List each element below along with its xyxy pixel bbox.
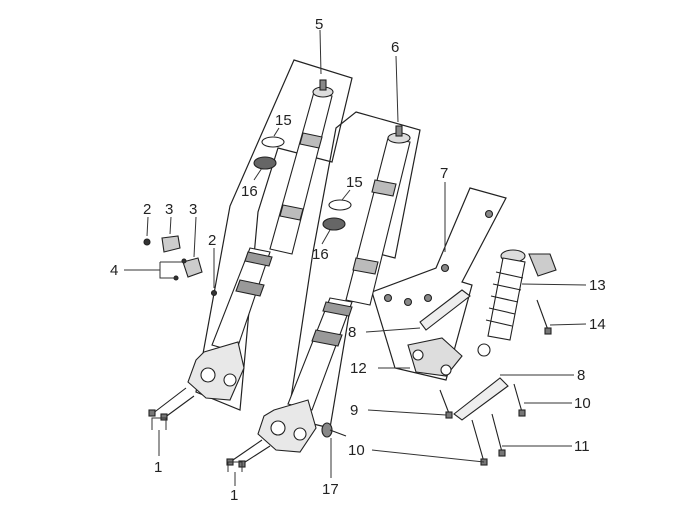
right-fork-assembly xyxy=(226,125,411,468)
callout-1-right: 1 xyxy=(230,487,238,504)
leader-lines xyxy=(124,29,587,486)
left-fork-assembly xyxy=(148,79,334,421)
callout-9: 9 xyxy=(350,402,358,419)
callout-15-left: 15 xyxy=(275,112,292,129)
left-fork-group-frame xyxy=(195,59,353,411)
pad-clip-3-lower xyxy=(182,257,203,278)
left-caliper-piston xyxy=(223,373,237,387)
callout-8-left: 8 xyxy=(348,324,356,341)
bolt-10-right xyxy=(518,409,526,417)
pin-2-right xyxy=(210,289,218,297)
left-fork-top-nut xyxy=(319,79,327,91)
right-fork-upper-tube xyxy=(345,137,411,306)
callout-2-left: 2 xyxy=(143,201,151,218)
left-fork-band xyxy=(299,132,323,149)
left-caliper-bolt xyxy=(160,413,168,421)
rear-linkage-group-frame xyxy=(371,187,507,381)
left-caliper-bolt xyxy=(148,409,156,417)
bolt-14 xyxy=(544,327,552,335)
shock-reservoir xyxy=(528,253,557,277)
callout-10-lower: 10 xyxy=(348,442,365,459)
right-fork-lower-leg xyxy=(287,297,353,411)
callout-17: 17 xyxy=(322,481,339,498)
callout-3-left: 3 xyxy=(165,201,173,218)
linkage-rod-8-lower xyxy=(453,377,509,421)
callout-11: 11 xyxy=(574,438,590,455)
left-fork-ring-16 xyxy=(253,156,277,170)
rear-linkage xyxy=(383,209,552,466)
callout-5: 5 xyxy=(315,16,323,33)
callout-7: 7 xyxy=(440,165,448,182)
callout-12: 12 xyxy=(350,360,367,377)
rear-shock-absorber xyxy=(477,249,557,357)
right-fork-ring-16 xyxy=(322,217,346,231)
callout-15-right: 15 xyxy=(346,174,363,191)
bolt-9 xyxy=(445,411,453,419)
callout-2-right: 2 xyxy=(208,232,216,249)
callout-14: 14 xyxy=(589,316,606,333)
left-fork-band xyxy=(279,204,304,221)
left-caliper-piston xyxy=(200,367,216,383)
linkage-rod-8-upper xyxy=(419,289,471,331)
left-fork-seal-ring xyxy=(244,251,273,267)
bolt-11 xyxy=(498,449,506,457)
left-fork-seal-ring xyxy=(235,279,265,297)
callout-1-left: 1 xyxy=(154,459,162,476)
callout-16-right: 16 xyxy=(312,246,329,263)
pad-clip-3-upper xyxy=(161,235,181,253)
callout-16-left: 16 xyxy=(241,183,258,200)
callout-4: 4 xyxy=(110,262,118,279)
valve-17 xyxy=(321,422,333,438)
callout-13: 13 xyxy=(589,277,606,294)
callout-6: 6 xyxy=(391,39,399,56)
left-fork-ring-15 xyxy=(261,136,285,148)
callout-3-right: 3 xyxy=(189,201,197,218)
pin-2-left xyxy=(143,238,151,246)
right-brake-caliper xyxy=(257,399,317,453)
brake-pad-clips xyxy=(143,235,218,297)
callout-8-right: 8 xyxy=(577,367,585,384)
callout-10-right: 10 xyxy=(574,395,591,412)
right-fork-top-nut xyxy=(395,125,403,137)
pin-4 xyxy=(181,258,187,264)
right-fork-ring-15 xyxy=(328,199,352,211)
